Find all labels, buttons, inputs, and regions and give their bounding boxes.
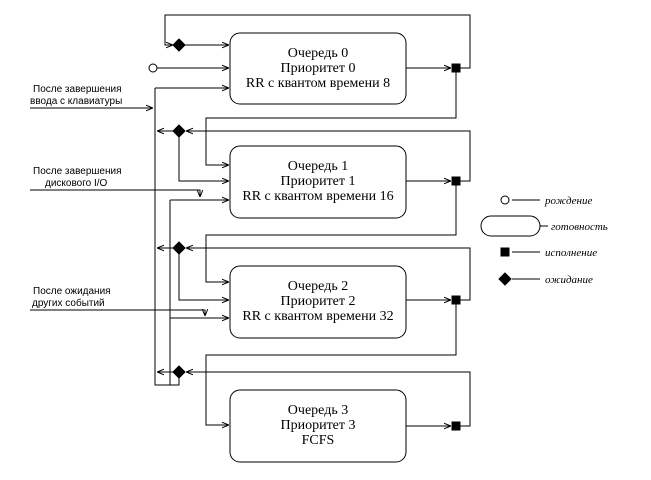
queue-2: Очередь 2 Приоритет 2 RR с квантом време… — [229, 265, 407, 339]
keyboard-event-label-line1: После завершения — [33, 84, 122, 95]
filled-diamond-icon — [498, 272, 512, 286]
wait-diamond-icon — [172, 365, 186, 379]
birth-circle-icon — [148, 63, 158, 73]
queue-1-priority: Приоритет 1 — [280, 174, 355, 189]
queue-0-preempt-loop — [164, 14, 471, 69]
queue-0-priority: Приоритет 0 — [280, 61, 355, 76]
other-event-label-line2: других событий — [32, 297, 105, 309]
queue-1: Очередь 1 Приоритет 1 RR с квантом време… — [229, 145, 407, 219]
legend-label-birth: рождение — [544, 195, 592, 207]
queue-0-policy: RR с квантом времени 8 — [246, 76, 390, 91]
queue-1-box — [229, 145, 407, 219]
wait-diamond-icon — [172, 124, 186, 138]
wait-collector-left — [154, 88, 180, 386]
run-square-icon — [451, 176, 461, 186]
queue-1-preempt-loop — [186, 131, 471, 182]
filled-square-icon — [500, 247, 510, 257]
rounded-rect-icon — [480, 215, 541, 237]
legend-item-birth: рождение — [500, 195, 592, 207]
legend-item-running: исполнение — [500, 247, 597, 259]
queue-2-priority: Приоритет 2 — [280, 294, 355, 309]
queue-3-name: Очередь 3 — [288, 403, 348, 418]
run-square-icon — [451, 295, 461, 305]
keyboard-event-label-line2: ввода с клавиатуры — [30, 96, 122, 107]
disk-event-label-line1: После завершения — [33, 166, 122, 177]
diamond-1-to-queue-1-arrow — [178, 137, 229, 181]
queue-0: Очередь 0 Приоритет 0 RR с квантом време… — [229, 32, 407, 105]
legend-item-waiting: ожидание — [498, 272, 593, 286]
circle-icon — [500, 195, 510, 205]
legend-label-running: исполнение — [545, 247, 597, 259]
disk-event-line — [30, 189, 200, 197]
queue-1-name: Очередь 1 — [288, 159, 348, 174]
run-square-icon — [451, 421, 461, 431]
legend-label-waiting: ожидание — [545, 274, 593, 286]
state-symbols — [148, 38, 461, 431]
disk-event-label-line2: дискового I/O — [45, 178, 108, 189]
event-labels: После завершения ввода с клавиатуры Посл… — [30, 84, 122, 309]
queue-0-name: Очередь 0 — [288, 46, 348, 61]
other-event-label-line1: После ожидания — [33, 286, 111, 297]
queue-0-demote-arrow — [205, 72, 457, 165]
queue-2-box — [229, 265, 407, 339]
queue-2-name: Очередь 2 — [288, 279, 348, 294]
other-event-line — [30, 310, 205, 316]
queue-2-demote-arrow — [205, 304, 457, 425]
queue-2-policy: RR с квантом времени 32 — [242, 309, 393, 324]
queue-3-preempt-loop — [186, 372, 471, 427]
connectors — [30, 14, 471, 427]
run-square-icon — [451, 63, 461, 73]
queue-2-preempt-loop — [186, 248, 471, 301]
legend-label-ready: готовность — [551, 221, 608, 233]
queue-3-priority: Приоритет 3 — [280, 418, 355, 433]
wait-diamond-icon — [172, 38, 186, 52]
legend-item-ready: готовность — [480, 215, 608, 237]
queue-1-demote-arrow — [205, 185, 457, 282]
diamond-2-to-queue-2-arrow — [178, 254, 229, 300]
wait-diamond-icon — [172, 241, 186, 255]
queue-3-policy: FCFS — [302, 433, 335, 448]
legend: рождение готовность исполнение ожидание — [480, 195, 608, 286]
queue-1-policy: RR с квантом времени 16 — [242, 189, 393, 204]
queue-3: Очередь 3 Приоритет 3 FCFS — [229, 389, 407, 463]
